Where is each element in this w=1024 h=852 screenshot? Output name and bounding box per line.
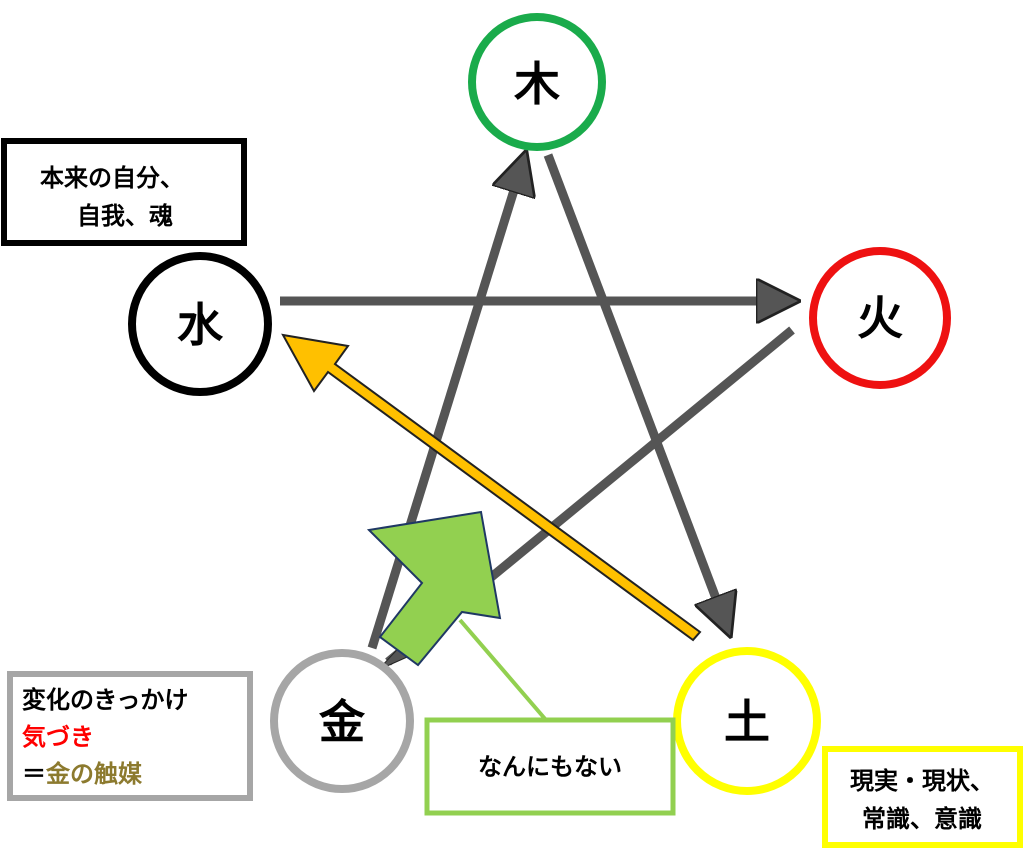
node-metal: 金 <box>270 649 414 793</box>
earth-label: 土 <box>724 695 770 749</box>
metal-note-box <box>7 671 253 801</box>
wood-label: 木 <box>514 57 560 111</box>
water-note-line1: 本来の自分、 <box>40 164 184 192</box>
metal-note: 変化のきっかけ 気づき ＝金の触媒 <box>7 671 253 801</box>
green-arrow <box>366 510 502 667</box>
metal-note-line1: 変化のきっかけ <box>22 686 188 714</box>
metal-note-line2: 気づき <box>22 723 94 751</box>
metal-circle <box>270 649 414 793</box>
metal-note-catalyst: 金の触媒 <box>45 760 143 788</box>
node-earth: 土 <box>673 647 821 795</box>
metal-note-equals: ＝ <box>22 760 46 788</box>
earth-circle <box>673 647 821 795</box>
wood-circle <box>468 13 606 151</box>
center-note-box <box>424 717 676 816</box>
water-circle <box>128 252 272 396</box>
earth-note-line1: 現実・現状、 <box>850 767 994 795</box>
water-note-line2: 自我、魂 <box>77 202 173 230</box>
node-water: 水 <box>128 252 272 396</box>
arrow-wood-to-earth <box>543 153 728 630</box>
metal-note-line3: ＝金の触媒 <box>22 760 143 788</box>
earth-note-box <box>822 746 1023 848</box>
node-fire: 火 <box>809 247 951 389</box>
center-note: なんにもない <box>424 717 676 816</box>
node-wood: 木 <box>468 13 606 151</box>
earth-note: 現実・現状、 常識、意識 <box>822 746 1023 848</box>
water-note: 本来の自分、 自我、魂 <box>1 138 247 246</box>
water-note-box <box>1 138 247 246</box>
earth-note-line2: 常識、意識 <box>862 805 982 833</box>
water-label: 水 <box>177 298 224 352</box>
arrow-metal-to-wood <box>367 158 524 650</box>
center-note-text: なんにもない <box>478 753 622 781</box>
center-note-connector <box>458 618 548 722</box>
fire-label: 火 <box>857 291 903 345</box>
fire-circle <box>809 247 951 389</box>
arrow-earth-to-water <box>281 333 702 642</box>
metal-label: 金 <box>318 695 366 749</box>
